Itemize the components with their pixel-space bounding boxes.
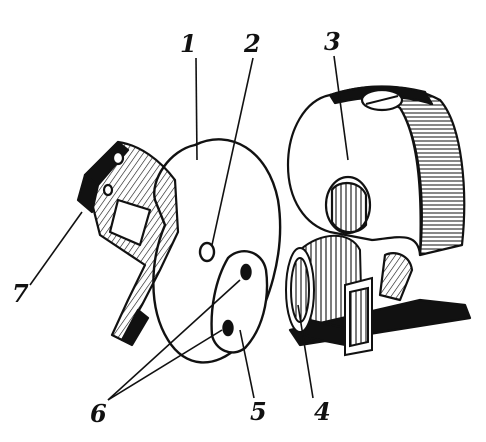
screw-hole-upper [240, 263, 252, 281]
label-5: 5 [250, 397, 267, 426]
clamp-bracket [76, 140, 180, 347]
leader-3 [333, 55, 349, 161]
leader-4 [297, 304, 314, 399]
label-4: 4 [314, 397, 331, 426]
leader-2 [211, 57, 254, 246]
label-2: 2 [243, 29, 261, 58]
knob-housing [286, 85, 472, 347]
label-7: 7 [12, 279, 29, 308]
leader-6b [107, 329, 223, 401]
label-6: 6 [90, 399, 107, 428]
shaft-collar [285, 234, 373, 357]
leader-7 [29, 211, 83, 286]
screw-hole-lower [222, 319, 234, 337]
center-hole [198, 241, 216, 263]
leader-1 [195, 57, 198, 161]
leader-6a [107, 279, 241, 401]
label-3: 3 [324, 27, 341, 56]
leader-lines [29, 55, 349, 401]
label-1: 1 [180, 29, 197, 58]
leader-5 [239, 329, 255, 399]
disc-plate [152, 138, 282, 364]
